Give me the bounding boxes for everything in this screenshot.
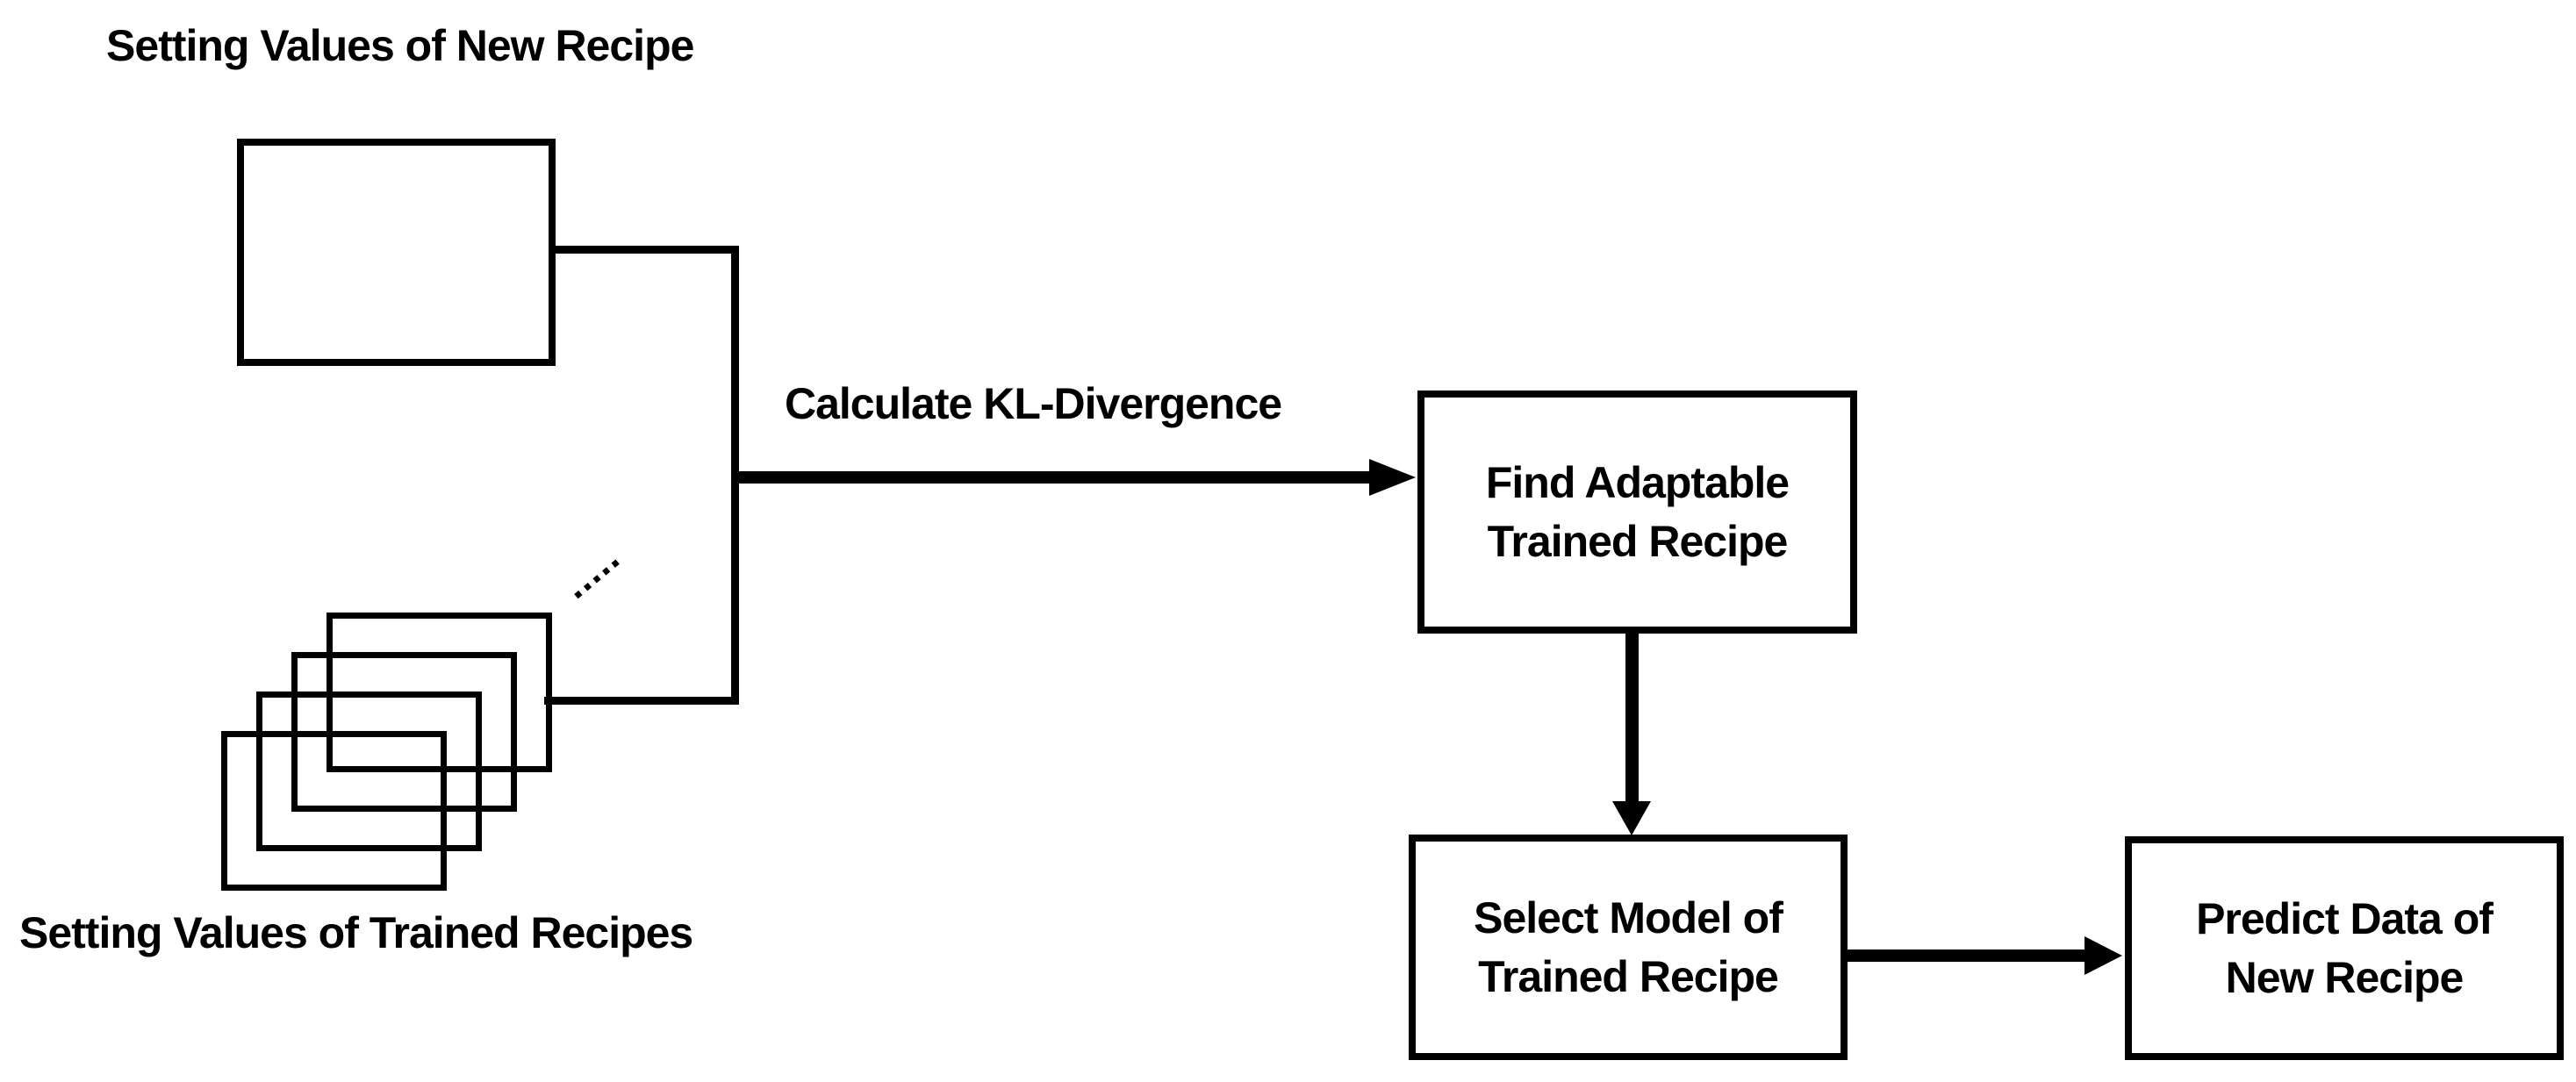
select-to-predict-arrow-head-icon: [2084, 936, 2122, 975]
trained-recipes-title: Setting Values of Trained Recipes: [19, 908, 693, 957]
select-to-predict-arrow-shaft: [1848, 949, 2084, 962]
predict-data-line1: Predict Data of: [2196, 893, 2493, 943]
kl-divergence-label: Calculate KL-Divergence: [785, 379, 1282, 428]
find-adaptable-line1: Find Adaptable: [1485, 457, 1790, 507]
predict-data-node: Predict Data of New Recipe: [2125, 836, 2564, 1060]
select-model-node: Select Model of Trained Recipe: [1409, 835, 1848, 1060]
find-to-select-arrow-head-icon: [1612, 801, 1651, 835]
find-adaptable-node: Find Adaptable Trained Recipe: [1417, 391, 1857, 634]
trained-recipe-box-2: [291, 652, 517, 812]
connector-top-segment: [556, 246, 739, 254]
new-recipe-title: Setting Values of New Recipe: [106, 21, 694, 70]
select-model-line1: Select Model of: [1474, 892, 1783, 942]
predict-data-line2: New Recipe: [2225, 952, 2465, 1002]
select-model-line2: Trained Recipe: [1478, 951, 1779, 1001]
connector-bottom-segment: [544, 697, 739, 705]
trained-recipe-box-1: [326, 613, 552, 772]
kl-arrow-head-icon: [1369, 459, 1416, 496]
find-to-select-arrow-shaft: [1625, 634, 1639, 802]
new-recipe-box: [237, 139, 556, 366]
kl-arrow-shaft: [731, 471, 1369, 484]
diagonal-ellipsis-icon: .....: [552, 533, 628, 607]
find-adaptable-line2: Trained Recipe: [1487, 516, 1789, 566]
